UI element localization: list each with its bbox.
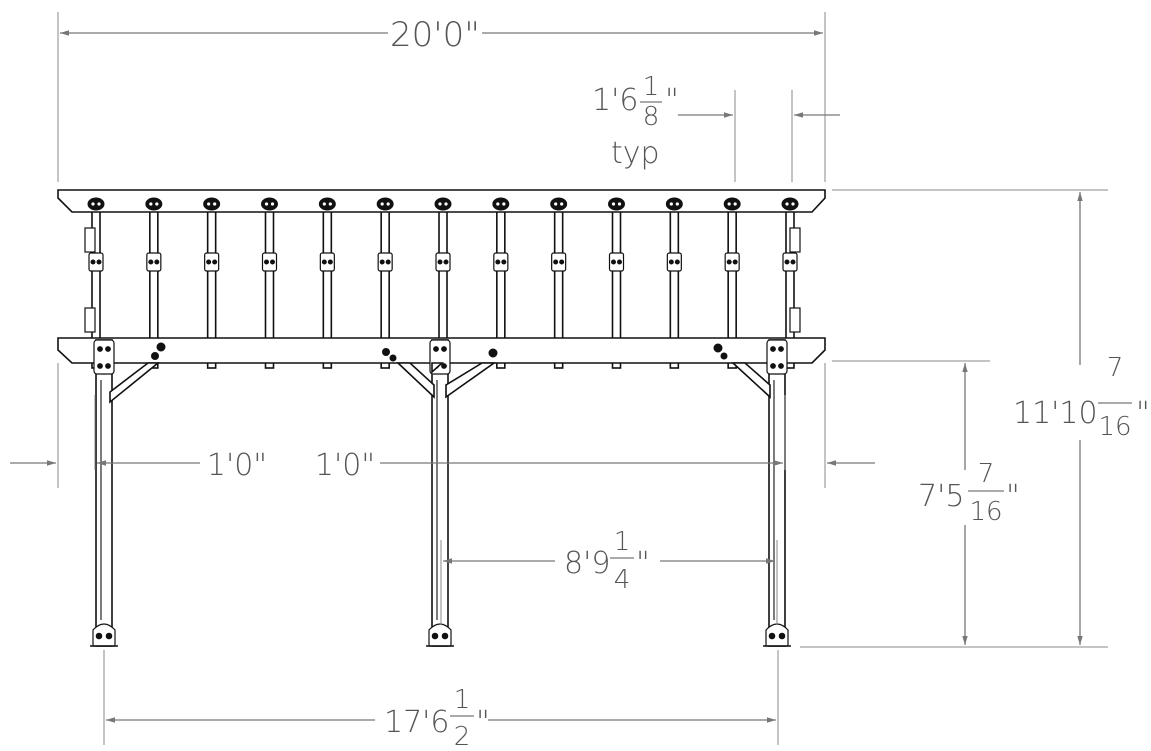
rafter-clip — [492, 197, 510, 211]
rafter-spacing-inch-mark: " — [665, 83, 679, 118]
knee-brace — [395, 362, 435, 399]
post-top-bracket — [93, 339, 115, 375]
dimension-overall-width: 20'0" — [57, 12, 826, 182]
beam-height-inch-mark: " — [1006, 479, 1020, 514]
rafter-clip — [376, 197, 394, 211]
dimension-annotations: 20'0" 1'6 1 8 " typ 11'10 7 16 " — [10, 12, 1150, 751]
beam-height-denominator: 16 — [969, 497, 1002, 527]
post-base-bracket — [90, 623, 118, 647]
rafter-spacing-whole: 1'6 — [592, 83, 638, 118]
rafter-spacing-denominator: 8 — [643, 102, 660, 132]
outer-span-whole: 17'6 — [384, 705, 450, 740]
post-group — [90, 339, 791, 647]
knee-brace — [445, 362, 497, 399]
rafter-spacing-note: typ — [611, 136, 660, 171]
outer-span-denominator: 2 — [454, 722, 471, 751]
dimension-post-span: 8'9 1 4 " — [440, 527, 778, 625]
rafter-clip — [608, 197, 625, 211]
overall-height-denominator: 16 — [1098, 412, 1131, 442]
rafter — [204, 195, 220, 369]
knee-brace — [730, 362, 771, 399]
bolt-head — [151, 352, 159, 360]
post-span-numerator: 1 — [614, 527, 631, 557]
end-block — [789, 307, 801, 333]
post-base-bracket — [426, 623, 454, 647]
rafter — [666, 195, 682, 369]
overall-width-label: 20'0" — [390, 15, 480, 55]
rafter — [608, 195, 625, 369]
rafter-clip — [665, 197, 683, 211]
knee-brace — [431, 362, 445, 374]
bolt-head — [382, 348, 390, 356]
purlin-hardware-group — [87, 197, 799, 211]
bolt-head — [389, 354, 397, 362]
rafter-clip — [781, 197, 799, 211]
rafter — [493, 195, 509, 369]
rafter-clip — [261, 197, 278, 211]
bolt-head — [488, 348, 498, 358]
outer-span-inch-mark: " — [476, 705, 490, 740]
post-span-inch-mark: " — [636, 546, 650, 581]
rafter-clip — [723, 197, 741, 211]
overhang-right-label: 1'0" — [315, 448, 375, 483]
beam-height-whole: 7'5 — [918, 479, 964, 514]
knee-brace — [109, 362, 161, 404]
bolt-head — [156, 342, 166, 352]
rafter-clip — [434, 197, 452, 211]
end-block — [789, 227, 801, 253]
post — [90, 339, 118, 647]
overall-height-whole: 11'10 — [1013, 396, 1098, 431]
overhang-left-label: 1'0" — [207, 448, 267, 483]
pergola-structure — [57, 189, 826, 647]
rafter-spacing-numerator: 1 — [643, 72, 660, 102]
rafter-group — [84, 195, 801, 369]
bolt-head — [713, 343, 723, 353]
dimension-overhangs: 1'0" 1'0" — [10, 363, 875, 488]
post — [763, 339, 791, 647]
post-span-whole: 8'9 — [564, 546, 610, 581]
rafter-clip — [318, 197, 336, 211]
post-span-denominator: 4 — [614, 565, 631, 595]
end-block — [84, 307, 96, 333]
post — [426, 339, 454, 647]
rafter-clip — [203, 197, 221, 211]
dimension-rafter-spacing: 1'6 1 8 " typ — [592, 72, 840, 182]
rafter-clip — [550, 197, 568, 211]
end-block — [84, 227, 96, 253]
rafter-clip — [87, 197, 105, 211]
outer-span-numerator: 1 — [454, 685, 471, 715]
dimension-post-outer-span: 17'6 1 2 " — [103, 650, 779, 751]
beam-height-numerator: 7 — [978, 459, 995, 489]
beam-hardware-group — [151, 342, 728, 362]
dimension-beam-height: 7'5 7 16 " — [832, 360, 1020, 645]
overall-height-numerator: 7 — [1107, 353, 1124, 383]
bolt-head — [720, 352, 728, 360]
overall-height-inch-mark: " — [1136, 396, 1150, 431]
dimension-overall-height: 11'10 7 16 " — [800, 189, 1150, 648]
knee-brace-group — [109, 362, 771, 404]
post-top-bracket — [766, 339, 788, 375]
rafter-clip — [145, 197, 163, 211]
post-base-bracket — [763, 623, 791, 647]
